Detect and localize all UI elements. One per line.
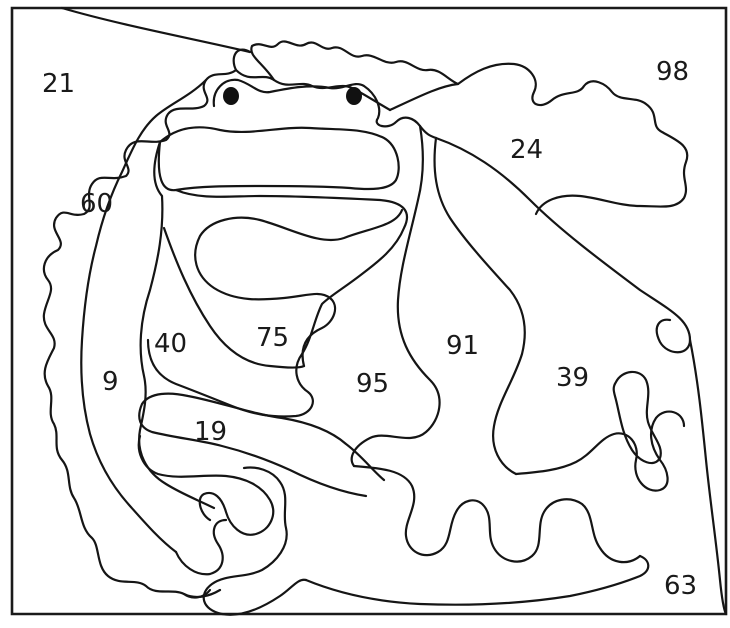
mane-divider-line — [390, 84, 690, 352]
region-label-24: 24 — [510, 135, 543, 165]
region-label-40: 40 — [154, 329, 187, 359]
mouth-outline — [139, 394, 384, 496]
region-label-9: 9 — [102, 367, 119, 397]
chin-drips — [204, 468, 306, 615]
top-diagonal-line — [62, 8, 250, 52]
region-label-21: 21 — [42, 69, 75, 99]
region-label-39: 39 — [556, 363, 589, 393]
region-91-outline — [435, 138, 525, 474]
lower-lip-outline — [139, 436, 273, 535]
region-label-98: 98 — [656, 57, 689, 87]
drawing-frame — [12, 8, 726, 614]
inner-eye-loop — [195, 210, 402, 366]
region-label-75: 75 — [256, 323, 289, 353]
region-label-60: 60 — [80, 189, 113, 219]
lower-jaw-drips — [354, 466, 640, 562]
left-eye-icon — [223, 87, 239, 105]
right-mane-drips — [516, 412, 684, 491]
right-eye-icon — [346, 87, 362, 105]
region-label-91: 91 — [446, 331, 479, 361]
left-bottom-loops — [176, 520, 226, 597]
bottom-contour — [306, 556, 648, 605]
forehead-band — [159, 127, 399, 190]
outer-mane-outline — [44, 50, 250, 597]
region-label-19: 19 — [194, 417, 227, 447]
inner-mane-outline — [81, 70, 390, 552]
region-label-95: 95 — [356, 369, 389, 399]
region-label-63: 63 — [664, 571, 697, 601]
